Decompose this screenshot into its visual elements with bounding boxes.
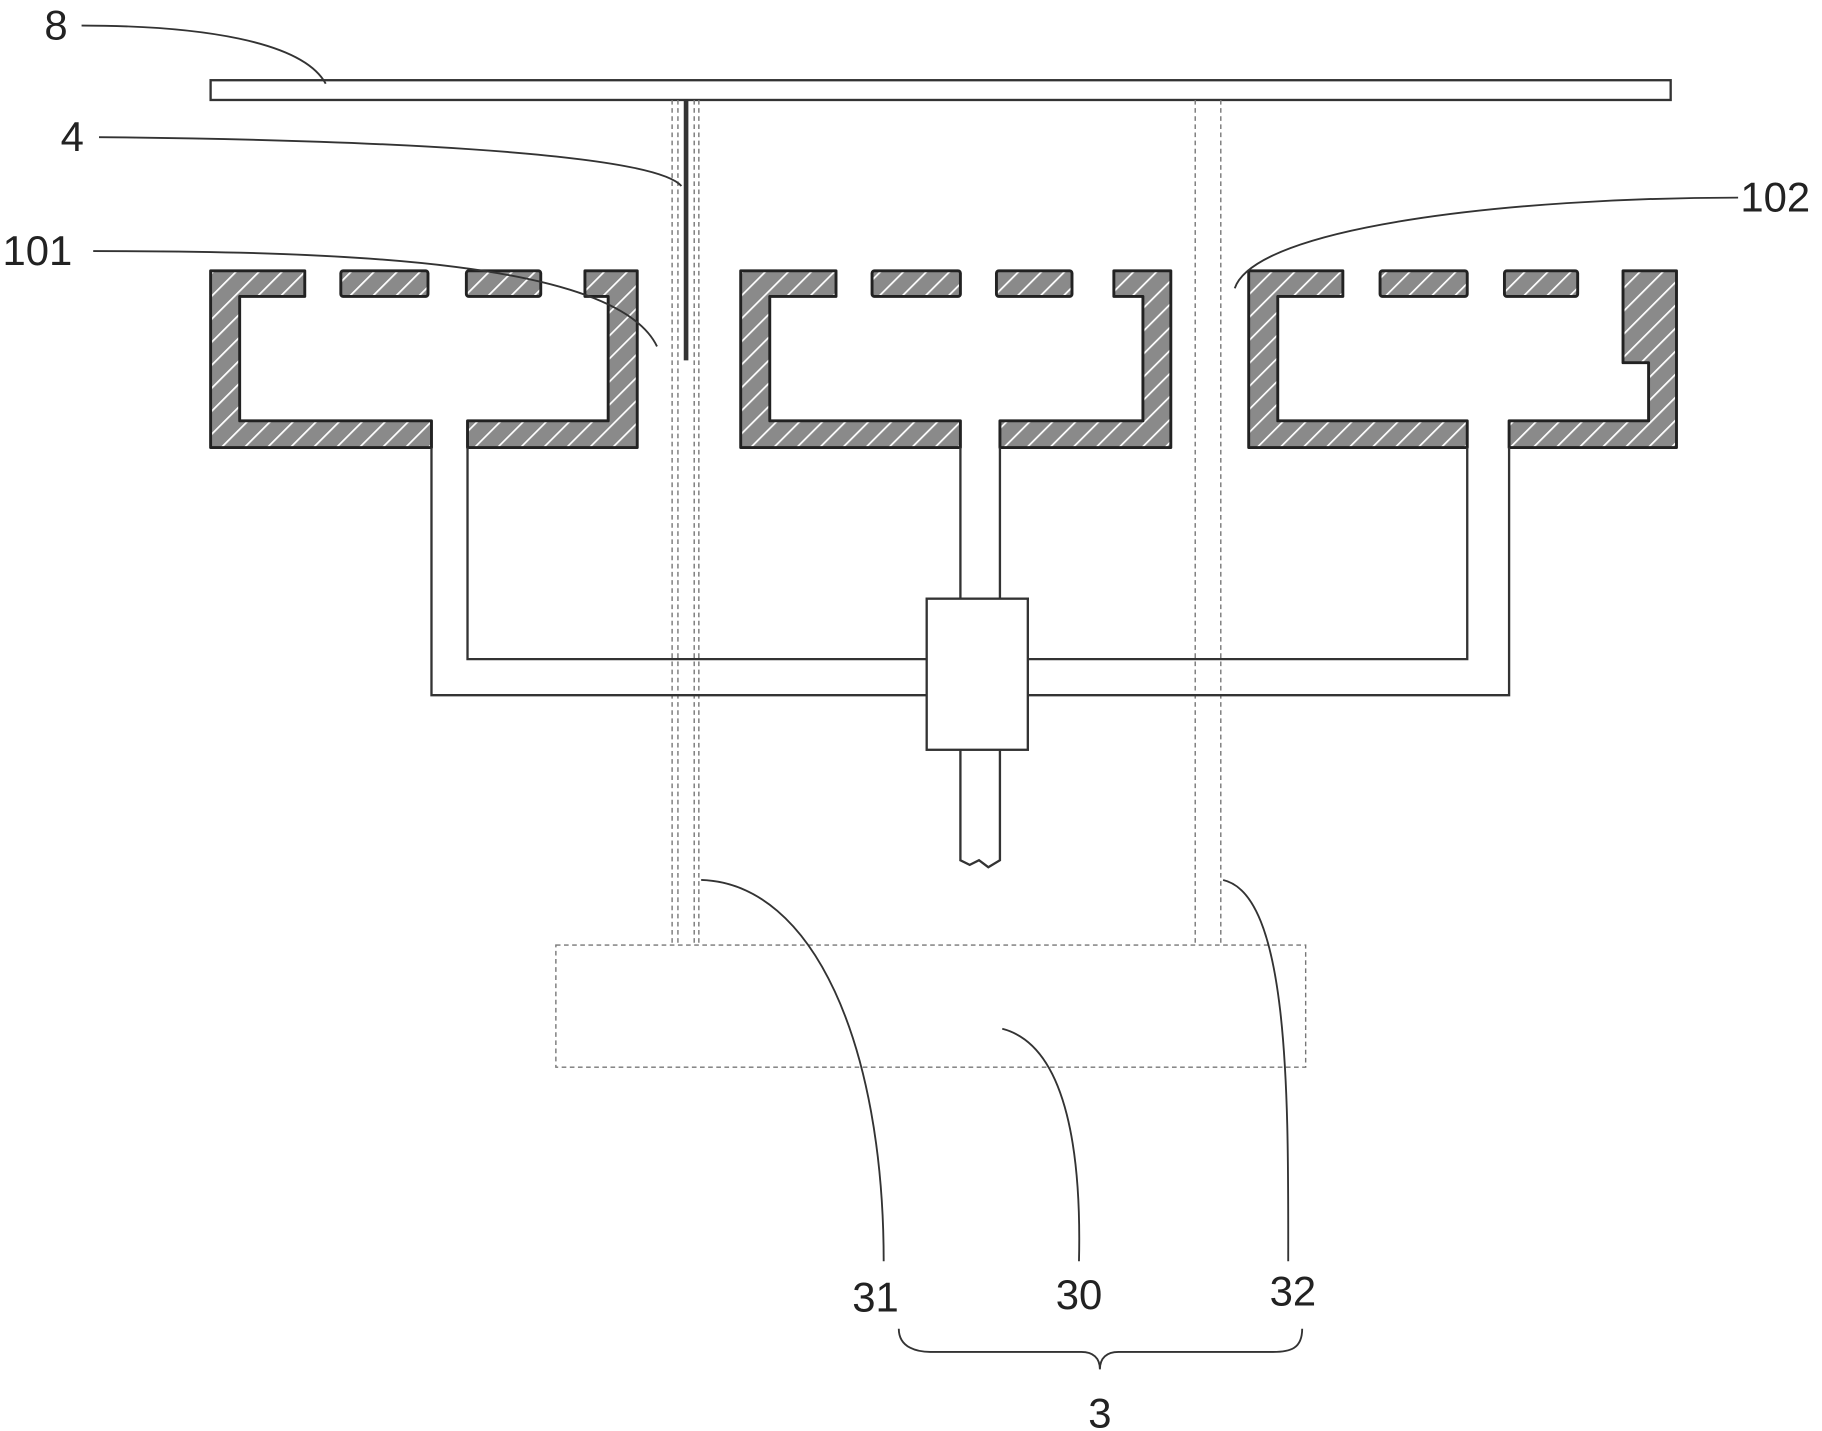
plate [209, 79, 1672, 102]
column-right [1194, 99, 1222, 946]
column-left [671, 99, 700, 946]
label-base: 30 [1056, 1271, 1103, 1318]
distributor-box [925, 597, 1029, 751]
leader-lines [81, 24, 1739, 1370]
label-rod: 4 [61, 113, 84, 160]
shaft [959, 749, 1002, 869]
label-housing-right: 102 [1740, 174, 1810, 221]
housing-left [209, 269, 639, 450]
label-column-left: 31 [852, 1273, 899, 1320]
label-column-right: 32 [1270, 1267, 1317, 1314]
housing-middle [739, 269, 1173, 450]
label-plate: 8 [44, 2, 67, 49]
label-assembly: 3 [1088, 1390, 1111, 1431]
pipes [430, 447, 1511, 697]
base-box [555, 944, 1307, 1068]
housing-right [1247, 269, 1678, 450]
rod [683, 99, 689, 361]
label-housing-left: 101 [3, 227, 73, 274]
